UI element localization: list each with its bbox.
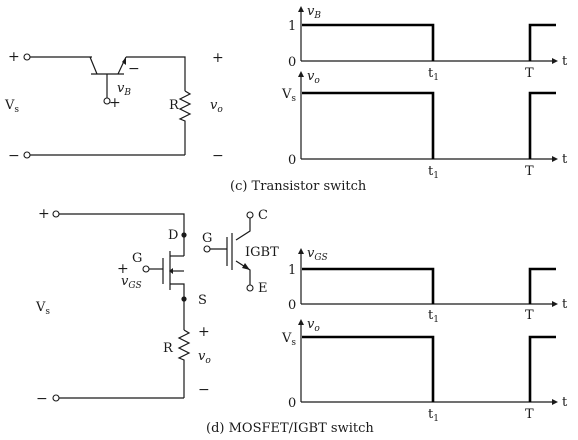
vo2-y-label: vo bbox=[307, 317, 320, 334]
igbt-symbol: C G E IGBT bbox=[202, 208, 279, 296]
drain-label: D bbox=[168, 228, 178, 243]
vo1-xtick-T: T bbox=[525, 164, 534, 179]
vb-waveform-plot: vB 1 0 t1 T t bbox=[288, 4, 568, 83]
vs2-plus-sign: + bbox=[38, 206, 50, 222]
vo-label: vo bbox=[210, 98, 223, 115]
drain-wire bbox=[59, 213, 185, 256]
vo2-y-arrow-icon bbox=[298, 319, 304, 325]
vo1-ytick-0: 0 bbox=[288, 153, 296, 168]
igbt-emitter-lead bbox=[235, 260, 251, 285]
igbt-collector-label: C bbox=[258, 208, 268, 223]
vb-minus-sign: − bbox=[128, 61, 140, 77]
transistor-circuit: + vB + − R Vs + vo − − bbox=[4, 49, 224, 164]
vs2-negative-terminal bbox=[52, 394, 60, 402]
igbt-emitter-label: E bbox=[258, 281, 268, 296]
vgs-x-arrow-icon bbox=[552, 301, 558, 307]
vo2-xtick-t1: t1 bbox=[428, 407, 439, 424]
vo1-y-label: vo bbox=[307, 69, 320, 86]
vgs-label: vGS bbox=[121, 274, 142, 291]
vo-waveform-plot-2: vo Vs 0 t1 T t bbox=[281, 317, 568, 424]
vb-pulse-1 bbox=[302, 23, 435, 61]
vb-pulse-2 bbox=[528, 23, 556, 61]
vs2-label: Vs bbox=[35, 300, 50, 317]
drain-node bbox=[181, 232, 187, 238]
output-wire-top bbox=[126, 56, 186, 91]
resistor-label: R bbox=[169, 98, 180, 113]
vo2-xtick-T: T bbox=[525, 407, 534, 422]
vgs-x-label: t bbox=[562, 297, 568, 312]
load-resistor bbox=[178, 90, 192, 155]
vo2-x-arrow-icon bbox=[552, 399, 558, 405]
vb-xtick-t1: t1 bbox=[428, 66, 439, 83]
igbt-gate-terminal bbox=[203, 245, 211, 253]
igbt-collector-terminal bbox=[246, 211, 254, 219]
vs-negative-terminal bbox=[23, 151, 31, 159]
vs2-positive-terminal bbox=[52, 210, 60, 218]
igbt-label: IGBT bbox=[245, 245, 279, 260]
vs-minus-sign: − bbox=[8, 148, 20, 164]
vo1-pulse-2 bbox=[528, 91, 556, 159]
vgs-y-arrow-icon bbox=[298, 248, 304, 254]
vo2-minus-sign: − bbox=[198, 382, 210, 398]
vgs-plus-sign: + bbox=[117, 261, 129, 277]
mosfet-arrow-icon bbox=[169, 268, 173, 274]
mosfet-circuit: + D G + vGS S + R vo − Vs − bbox=[35, 206, 211, 407]
vs-positive-terminal bbox=[23, 53, 31, 61]
vo2-pulse-1 bbox=[302, 335, 435, 402]
vb-xtick-T: T bbox=[525, 66, 534, 81]
vo-minus-sign: − bbox=[212, 148, 224, 164]
vo1-x-label: t bbox=[562, 152, 568, 167]
gate-label: G bbox=[132, 251, 142, 266]
vo1-x-arrow-icon bbox=[552, 156, 558, 162]
source-wire bbox=[170, 283, 185, 330]
igbt-emitter-terminal bbox=[246, 284, 254, 292]
vgs-y-label: vGS bbox=[307, 246, 328, 263]
vb-y-label: vB bbox=[307, 4, 321, 21]
vb-y-arrow-icon bbox=[298, 6, 304, 12]
vgs-pulse-1 bbox=[302, 267, 435, 304]
vgs-pulse-2 bbox=[528, 267, 556, 304]
vo1-xtick-t1: t1 bbox=[428, 164, 439, 181]
vgs-waveform-plot: vGS 1 0 t1 T t bbox=[288, 246, 568, 325]
igbt-gate-label: G bbox=[202, 231, 212, 246]
caption-transistor: (c) Transistor switch bbox=[230, 179, 367, 194]
gate-terminal bbox=[142, 265, 150, 273]
vo2-label: vo bbox=[198, 349, 211, 366]
vgs-xtick-T: T bbox=[525, 308, 534, 323]
vs-label: Vs bbox=[4, 98, 19, 115]
vo1-pulse-1 bbox=[302, 91, 435, 159]
resistor2-label: R bbox=[163, 341, 174, 356]
emitter-arrow-icon bbox=[122, 57, 126, 65]
bjt-collector-lead bbox=[89, 56, 98, 75]
vo1-ytick-vs: Vs bbox=[281, 87, 296, 104]
vs-plus-sign: + bbox=[8, 49, 20, 65]
vs2-minus-sign: − bbox=[36, 391, 48, 407]
base-terminal bbox=[103, 97, 111, 105]
vb-x-label: t bbox=[562, 54, 568, 69]
vo2-ytick-vs: Vs bbox=[281, 331, 296, 348]
vo1-y-arrow-icon bbox=[298, 71, 304, 77]
igbt-collector-lead bbox=[235, 218, 251, 241]
vb-label: vB bbox=[117, 81, 131, 98]
source-label: S bbox=[198, 293, 207, 308]
vgs-ytick-0: 0 bbox=[288, 298, 296, 313]
vb-plus-sign: + bbox=[109, 95, 121, 111]
vo-plus-sign: + bbox=[212, 50, 224, 66]
vo2-plus-sign: + bbox=[198, 324, 210, 340]
source-node bbox=[181, 296, 187, 302]
caption-mosfet-igbt: (d) MOSFET/IGBT switch bbox=[206, 421, 374, 436]
vb-ytick-1: 1 bbox=[288, 19, 296, 34]
load-resistor-2 bbox=[177, 329, 191, 398]
vgs-ytick-1: 1 bbox=[288, 263, 296, 278]
vgs-xtick-t1: t1 bbox=[428, 308, 439, 325]
vo2-x-label: t bbox=[562, 395, 568, 410]
vo-waveform-plot-1: vo Vs 0 t1 T t bbox=[281, 69, 568, 181]
vo2-ytick-0: 0 bbox=[288, 396, 296, 411]
vb-x-arrow-icon bbox=[552, 58, 558, 64]
vo2-pulse-2 bbox=[528, 335, 556, 402]
igbt-arrow-icon bbox=[242, 263, 250, 270]
vb-ytick-0: 0 bbox=[288, 55, 296, 70]
